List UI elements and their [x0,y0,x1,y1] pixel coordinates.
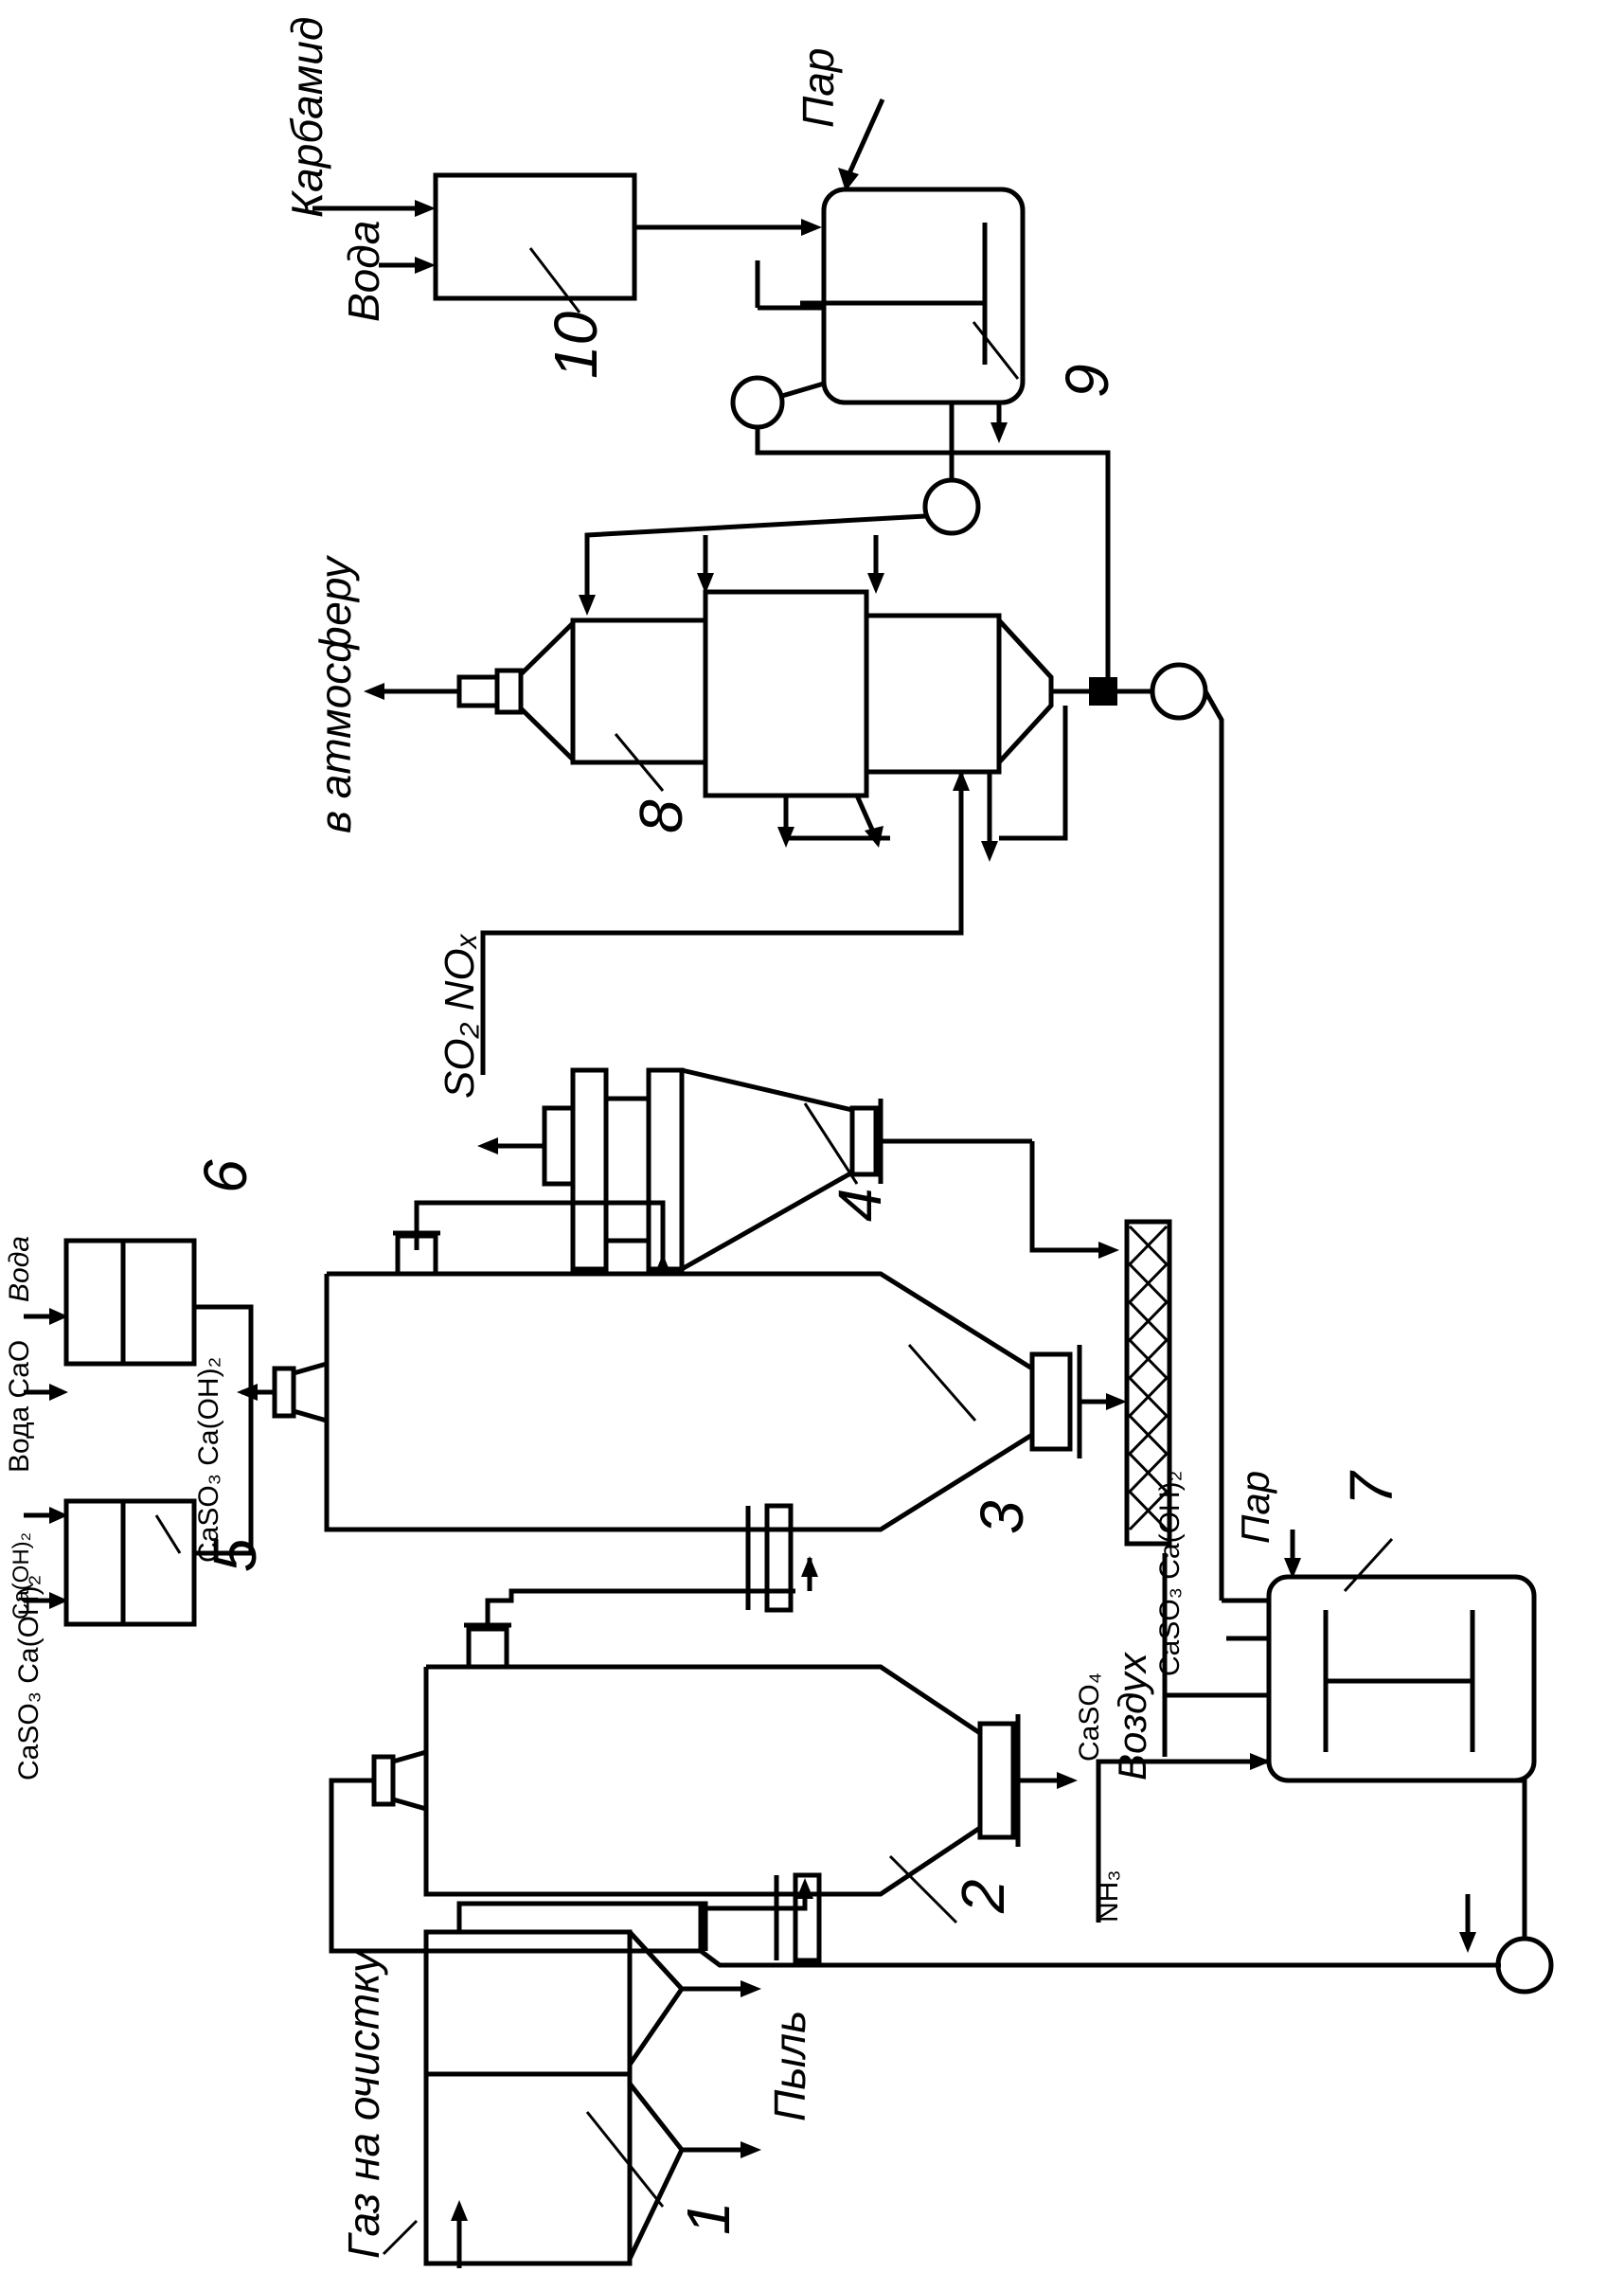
label-par-9: Пар [794,48,843,129]
unit-number-1: 1 [674,2201,742,2235]
pipes-3-4-conveyor [414,1141,1119,1275]
label-vozduh: Воздух [1110,1651,1154,1780]
unit-6-tank [24,1238,197,1367]
label-gas-in: Газ на очистку [339,1948,388,2259]
valve-icon [1089,677,1117,706]
label-voda-cao: Вода CaO [4,1340,35,1473]
unit-7-reactor [1162,1530,1537,1783]
label-so2-nox: SO₂ NOₓ [437,933,483,1099]
label-caso4: CaSO₄ [1074,1673,1105,1762]
unit-number-8: 8 [627,799,695,833]
unit-9-reactor [755,98,1026,480]
unit-number-4: 4 [826,1188,894,1222]
valve-pump [1051,662,1224,1601]
unit-number-7: 7 [1337,1470,1405,1506]
label-atmosphere: в атмосферу [311,554,360,833]
label-nh3: NH₃ [1093,1869,1124,1923]
pipe-so2-nox [480,797,964,1075]
unit-number-5: 5 [201,1538,269,1572]
unit-number-2: 2 [949,1879,1017,1914]
pump-8 [579,477,981,616]
unit-5-tank [24,1498,197,1627]
label-karbamid: Карбамид [282,17,331,218]
tank-links [24,1304,275,1556]
pipe-2-to-3 [485,1588,795,1625]
label-caso3-caoh2-7: CaSO₃ Ca(OH)₂ [1154,1471,1186,1676]
unit-number-6: 6 [191,1159,259,1193]
screw-conveyor [1124,1219,1172,1547]
unit-10-tank [312,172,822,313]
pump-9 [730,375,1111,677]
unit-8-column [364,589,1068,862]
unit-2-scrubber [371,1622,1078,1963]
unit-number-10: 10 [542,311,610,379]
label-par-7: Пар [1233,1471,1277,1544]
label-caso3-caoh2-left: CaSO₃ Ca(OH)₂ [13,1575,45,1780]
labels: Карбамид Вода Пар в атмосферу SO₂ NOₓ Во… [4,17,1277,2259]
unit-numbers: 10 9 8 4 6 5 3 7 2 1 [191,311,1405,2235]
label-voda-10: Вода [339,221,388,322]
label-caso3-caoh2-mid: CaSO₃ Ca(OH)₂ [193,1357,224,1563]
label-caoh2-top: Ca(OH)₂ [9,1532,34,1619]
unit-4-cyclone [477,1067,1032,1272]
label-voda-6: Вода [4,1236,35,1302]
unit-number-9: 9 [1053,364,1121,398]
label-dust: Пыль [765,2011,814,2121]
pipes-7-inlets [1096,1695,1271,1923]
unit-number-3: 3 [968,1500,1036,1534]
pump-icon [922,477,981,536]
unit-1-filter [382,1901,761,2268]
